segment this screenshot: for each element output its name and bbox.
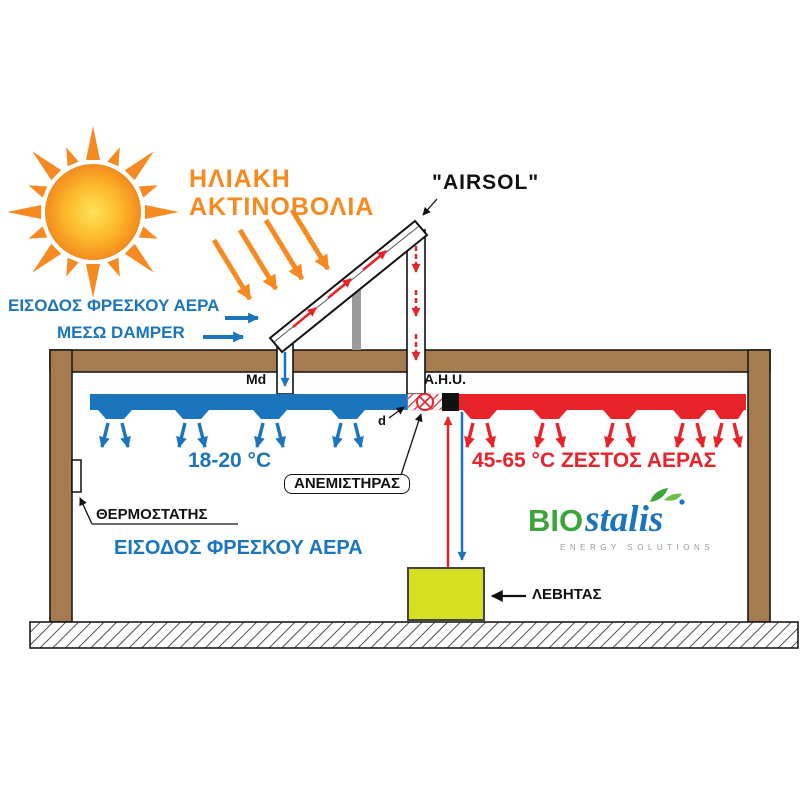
sun-icon — [7, 126, 179, 298]
damper-md-label: Md — [246, 371, 267, 387]
right-wall — [747, 349, 771, 623]
solar-radiation-label-line2: ΑΚΤΙΝΟΒΟΛΙΑ — [189, 193, 375, 221]
solar-radiation-arrows — [211, 208, 331, 301]
left-wall — [49, 349, 73, 623]
thermostat-pointer — [79, 497, 93, 525]
thermostat-label: ΘΕΡΜΟΣΤΑΤΗΣ — [96, 506, 208, 523]
pointer-lines — [79, 198, 526, 602]
cold-duct — [90, 394, 408, 410]
hot-duct — [459, 394, 746, 410]
leaf-icon — [650, 488, 685, 505]
fresh-air-inlet-arrows — [203, 312, 260, 343]
fresh-air-bottom-label: ΕΙΣΟΔΟΣ ΦΡΕΣΚΟΥ ΑΕΡΑ — [114, 537, 363, 559]
d-label: d — [378, 413, 386, 428]
fan-label: ΑΝΕΜΙΣΤΗΡΑΣ — [284, 474, 411, 494]
logo-stalis-text: stalis — [585, 499, 664, 540]
thermostat-device — [71, 459, 82, 493]
fan-pointer — [399, 413, 423, 479]
collector-support-post — [352, 278, 361, 350]
ahu-damper-box — [442, 393, 459, 411]
ceiling-duct — [90, 393, 746, 411]
collector-name-label: "AIRSOL" — [432, 171, 540, 194]
logo-tagline: ENERGY SOLUTIONS — [560, 543, 715, 552]
cold-air-diffusers — [98, 410, 365, 419]
ground — [29, 621, 799, 649]
boiler — [407, 567, 485, 621]
d-pointer — [388, 406, 405, 419]
fan-icon — [416, 393, 434, 411]
solar-collector — [268, 219, 429, 354]
fresh-air-top-label-line1: ΕΙΣΟΔΟΣ ΦΡΕΣΚΟΥ ΑΕΡΑ — [8, 296, 220, 315]
cold-air-temp-label: 18-20 °C — [188, 449, 272, 472]
hot-air-arrows — [464, 422, 743, 449]
cold-air-arrows — [99, 422, 364, 449]
fresh-air-top-label-line2: ΜΕΣΩ DAMPER — [57, 323, 185, 342]
hot-air-diffusers — [463, 410, 744, 419]
solar-radiation-label-line1: ΗΛΙΑΚΗ — [189, 165, 291, 193]
logo-bio-text: BIO — [528, 503, 584, 538]
collector-heated-air-arrows — [292, 250, 387, 328]
ahu-label: A.H.U. — [424, 371, 466, 387]
airsol-pointer — [422, 198, 438, 216]
boiler-label: ΛΕΒΗΤΑΣ — [532, 586, 602, 603]
hot-air-temp-label: 45-65 °C ΖΕΣΤΟΣ ΑΕΡΑΣ — [472, 449, 717, 472]
boiler-pipes — [443, 412, 467, 572]
